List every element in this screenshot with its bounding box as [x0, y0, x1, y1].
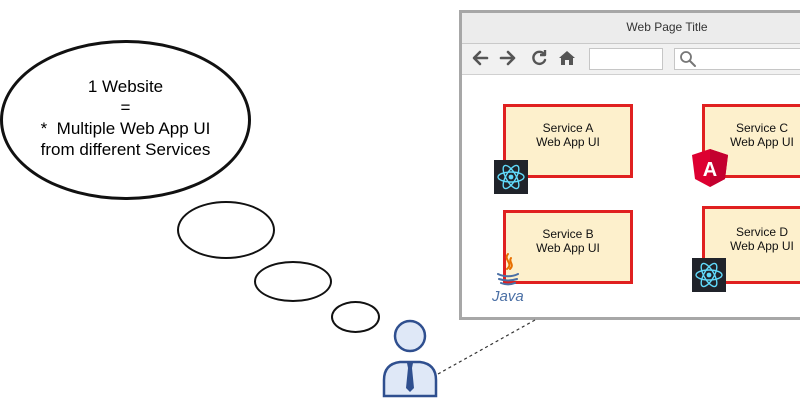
user-icon: [378, 318, 442, 398]
thought-line-1: 1 Website: [87, 77, 164, 96]
java-logo-icon: [490, 252, 526, 306]
window-title: Web Page Title: [626, 20, 708, 34]
search-icon: [680, 51, 696, 67]
service-a-subtitle: Web App UI: [536, 135, 600, 149]
thought-text: 1 Website = * Multiple Web App UI from d…: [0, 76, 251, 160]
react-logo-icon: [692, 258, 726, 292]
arrow-left-icon[interactable]: [471, 49, 489, 70]
thought-puff-large: [177, 201, 275, 259]
reload-icon[interactable]: [530, 49, 548, 70]
thought-bubble: [0, 40, 251, 200]
service-a-name: Service A: [542, 121, 594, 135]
arrow-right-icon[interactable]: [499, 49, 517, 70]
service-b-box: Service B Web App UI: [503, 210, 633, 284]
service-b-subtitle: Web App UI: [536, 241, 600, 255]
thought-line-2: =: [120, 98, 131, 117]
java-label: Java: [492, 288, 524, 305]
angular-letter: A: [703, 159, 717, 181]
browser-titlebar: [462, 13, 800, 44]
angular-logo-icon: A: [691, 148, 729, 188]
thought-puff-small: [331, 301, 380, 333]
service-b-name: Service B: [542, 227, 594, 241]
service-c-subtitle: Web App UI: [730, 135, 794, 149]
react-logo-icon: [494, 160, 528, 194]
service-a-box: Service A Web App UI: [503, 104, 633, 178]
service-d-subtitle: Web App UI: [730, 239, 794, 253]
dashed-connector: [437, 319, 536, 375]
search-input[interactable]: [674, 48, 800, 70]
service-d-name: Service D: [735, 225, 788, 239]
thought-line-3: * Multiple Web App UI: [40, 119, 211, 138]
thought-line-4: from different Services: [40, 140, 211, 159]
thought-puff-medium: [254, 261, 332, 302]
address-input[interactable]: [589, 48, 663, 70]
home-icon[interactable]: [558, 49, 576, 70]
service-c-name: Service C: [735, 121, 788, 135]
